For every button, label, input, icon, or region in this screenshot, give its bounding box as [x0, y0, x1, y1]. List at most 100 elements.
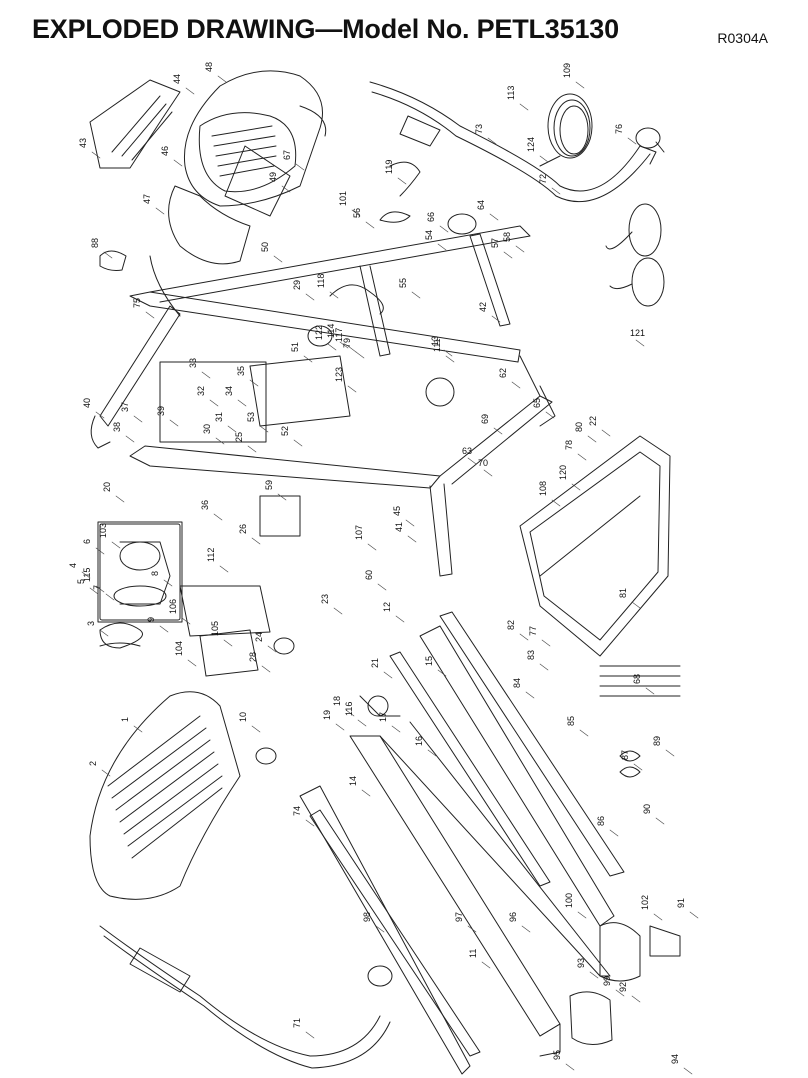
part-label-115: 115 [82, 568, 92, 582]
part-label-37: 37 [120, 402, 130, 412]
leader-107 [367, 543, 377, 551]
part-label-124: 124 [526, 137, 536, 152]
part-label-107: 107 [354, 525, 364, 540]
part-label-74: 74 [292, 806, 302, 816]
leader-64 [489, 213, 499, 221]
leader-75 [145, 311, 155, 319]
walking-deck [309, 611, 625, 1057]
leader-46 [173, 159, 183, 167]
part-label-20: 20 [102, 482, 112, 492]
part-label-70: 70 [478, 458, 488, 468]
leader-38 [125, 435, 135, 443]
leader-24 [267, 645, 277, 653]
part-label-76: 76 [614, 124, 624, 134]
part-label-101: 101 [338, 191, 348, 206]
part-label-18: 18 [332, 696, 342, 706]
leader-59 [277, 493, 287, 501]
part-label-25: 25 [234, 432, 244, 442]
part-label-62: 62 [498, 368, 508, 378]
part-label-54: 54 [424, 230, 434, 240]
leader-73 [487, 137, 497, 145]
leader-9 [159, 625, 169, 633]
part-label-16: 16 [414, 736, 424, 746]
leader-44 [185, 87, 195, 95]
power-cord-112 [605, 203, 665, 307]
leader-98 [375, 925, 385, 933]
leader-103 [111, 541, 121, 549]
leader-49 [281, 185, 291, 193]
part-label-41: 41 [394, 522, 404, 532]
leader-13 [443, 349, 453, 357]
part-label-96: 96 [508, 912, 518, 922]
part-label-94: 94 [670, 1054, 680, 1064]
leader-8 [163, 579, 173, 587]
part-label-52: 52 [280, 426, 290, 436]
leader-5 [89, 587, 99, 595]
leader-97 [467, 925, 477, 933]
part-label-14: 14 [348, 776, 358, 786]
leader-22 [601, 429, 611, 437]
leader-23 [333, 607, 343, 615]
leader-89 [665, 749, 675, 757]
part-label-53: 53 [246, 412, 256, 422]
part-label-57: 57 [490, 238, 500, 248]
part-label-81: 81 [618, 588, 628, 598]
part-label-120: 120 [558, 465, 568, 480]
leader-77 [541, 639, 551, 647]
motor-103 [99, 523, 181, 649]
part-label-30: 30 [202, 424, 212, 434]
leader-76 [627, 137, 637, 145]
part-label-89: 89 [652, 736, 662, 746]
part-label-92: 92 [618, 982, 628, 992]
leader-122 [327, 343, 337, 351]
key-76-top [635, 127, 665, 153]
part-label-69: 69 [480, 414, 490, 424]
part-label-105: 105 [210, 621, 220, 636]
leader-113 [519, 103, 529, 111]
console-assembly [89, 70, 327, 265]
part-label-91: 91 [676, 898, 686, 908]
part-label-75: 75 [132, 298, 142, 308]
part-label-63: 63 [462, 446, 472, 456]
part-label-36: 36 [200, 500, 210, 510]
part-label-98: 98 [362, 912, 372, 922]
part-label-85: 85 [566, 716, 576, 726]
part-label-43: 43 [78, 138, 88, 148]
part-label-17: 17 [378, 712, 388, 722]
part-label-28: 28 [248, 652, 258, 662]
leader-17 [391, 725, 401, 733]
leader-39 [169, 419, 179, 427]
drawing-title: EXPLODED DRAWING—Model No. PETL35130 [32, 14, 619, 44]
part-label-12: 12 [382, 602, 392, 612]
leader-82 [519, 633, 529, 641]
part-label-4: 4 [68, 563, 78, 568]
part-label-55: 55 [398, 278, 408, 288]
leader-71 [305, 1031, 315, 1039]
leader-52 [293, 439, 303, 447]
leader-2 [101, 769, 111, 777]
leader-35 [249, 379, 259, 387]
leader-37 [133, 415, 143, 423]
part-label-64: 64 [476, 200, 486, 210]
leader-28 [261, 665, 271, 673]
part-label-32: 32 [196, 386, 206, 396]
leader-34 [237, 399, 247, 407]
leader-57 [503, 251, 513, 259]
leader-101 [351, 209, 361, 217]
leader-119 [397, 177, 407, 185]
part-label-34: 34 [224, 386, 234, 396]
leader-6 [95, 547, 105, 555]
leader-93 [589, 971, 599, 979]
leader-56 [365, 221, 375, 229]
leader-12 [395, 615, 405, 623]
leader-123 [347, 385, 357, 393]
power-cord-109 [539, 93, 593, 167]
part-label-15: 15 [424, 656, 434, 666]
leader-91 [689, 911, 699, 919]
part-labels: 1234567891011121314151617181920212223242… [68, 62, 686, 1064]
part-label-111: 111 [432, 338, 442, 352]
part-label-48: 48 [204, 62, 214, 72]
part-label-23: 23 [320, 594, 330, 604]
part-label-19: 19 [322, 710, 332, 720]
